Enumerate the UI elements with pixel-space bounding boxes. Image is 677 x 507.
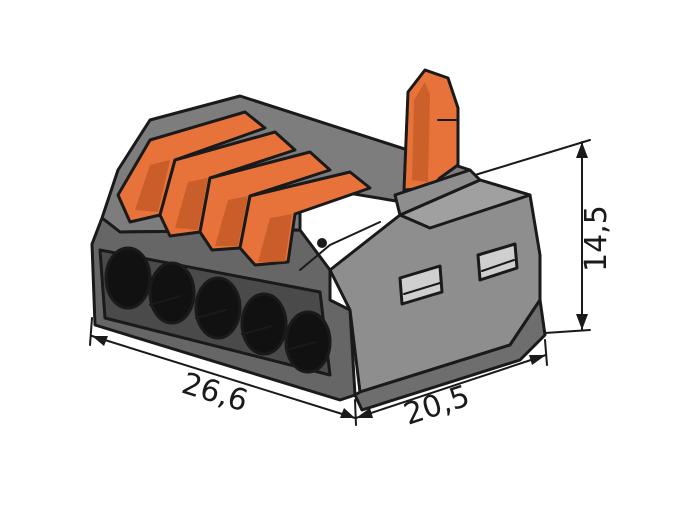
wire-hole-5 xyxy=(284,310,332,374)
lever-group xyxy=(116,110,372,267)
test-slot-1 xyxy=(398,264,444,306)
wire-hole-4 xyxy=(240,292,288,356)
wire-entry-row xyxy=(98,246,332,377)
test-slot-2 xyxy=(476,242,519,282)
dimension-height: 14,5 xyxy=(474,139,614,334)
wire-hole-1 xyxy=(104,246,152,310)
side-slots xyxy=(398,242,519,306)
lever-open xyxy=(299,68,482,271)
wire-hole-2 xyxy=(148,261,196,325)
wire-hole-3 xyxy=(194,276,242,340)
width-label: 26,6 xyxy=(178,366,252,419)
height-label: 14,5 xyxy=(579,205,614,272)
